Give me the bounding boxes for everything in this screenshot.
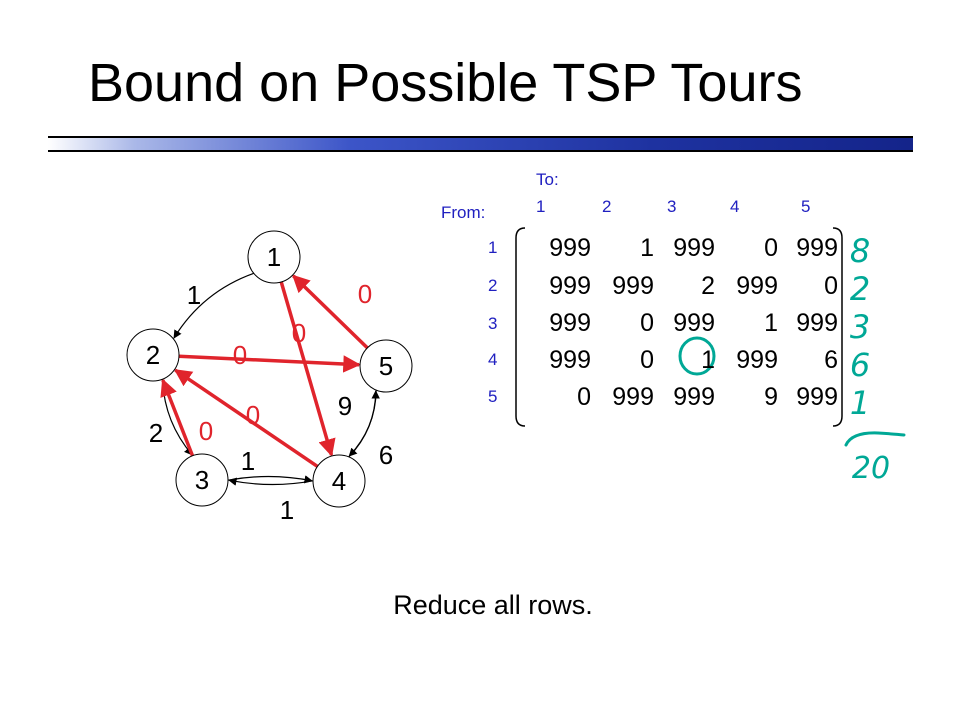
edge-weight-label: 0 [246,400,260,430]
graph-node-label: 3 [195,465,209,495]
graph-edge-1-4 [279,281,336,457]
title-underline-bar [48,136,913,152]
matrix-row-header: 4 [488,350,498,369]
matrix-col-header: 3 [667,197,677,216]
edge-weight-label: 0 [358,279,372,309]
matrix-row-header: 3 [488,314,498,333]
matrix-cell: 999 [673,234,715,262]
graph-edge-1-2 [173,272,254,339]
edge-weight-label: 0 [199,416,213,446]
graph-node-1 [247,230,301,284]
matrix-cell: 999 [796,234,838,262]
edge-weight-label: 1 [280,495,294,525]
sum-line [844,431,906,447]
graph-edge-3-4 [227,475,313,484]
graph-node-2 [126,328,180,382]
matrix-cell: 999 [549,309,591,337]
matrix-cell: 1 [701,346,715,374]
edge-weight-label: 1 [241,446,255,476]
matrix-cell: 1 [764,309,778,337]
matrix-cell: 1 [640,234,654,262]
matrix-col-header: 1 [536,197,546,216]
matrix-from-label: From: [441,203,486,222]
edge-weight-label: 2 [149,418,163,448]
graph-edge-5-4 [348,390,377,457]
graph-edge-5-1 [292,274,369,350]
graph-edge-4-2 [173,368,319,468]
graph-node-5 [359,339,413,393]
matrix-cell: 0 [640,309,654,337]
matrix-col-header: 5 [801,197,811,216]
matrix-cell: 999 [673,309,715,337]
matrix-right-bracket [832,227,843,427]
total-annotation: 20 [852,451,890,486]
matrix-col-header: 4 [730,197,740,216]
matrix-to-label: To: [536,170,559,189]
edge-weight-label: 1 [187,280,201,310]
edge-weight-label: 0 [292,318,306,348]
graph-edge-3-2 [160,378,195,457]
matrix-row-header: 5 [488,387,498,406]
graph-edge-2-5 [178,354,361,373]
matrix-row-header: 2 [488,276,498,295]
edge-weight-label: 6 [379,440,393,470]
matrix-cell: 999 [612,272,654,300]
circled-cell-marker [678,336,716,376]
row-min-annotation: 3 [850,308,870,346]
row-min-annotation: 1 [850,384,870,422]
matrix-cell: 999 [796,383,838,411]
graph-node-label: 1 [267,242,281,272]
matrix-cell: 9 [764,383,778,411]
graph-node-label: 2 [146,340,160,370]
matrix-cell: 999 [549,272,591,300]
matrix-cell: 0 [824,272,838,300]
matrix-cell: 0 [577,383,591,411]
slide-title: Bound on Possible TSP Tours [88,53,803,113]
matrix-cell: 999 [736,272,778,300]
matrix-cell: 0 [640,346,654,374]
row-min-annotation: 2 [850,270,870,308]
matrix-cell: 2 [701,272,715,300]
matrix-cell: 6 [824,346,838,374]
matrix-row-header: 1 [488,238,498,257]
graph-node-label: 4 [332,466,346,496]
matrix-col-header: 2 [602,197,612,216]
edge-weight-label: 9 [338,391,352,421]
row-min-annotation: 8 [850,232,870,270]
matrix-cell: 999 [736,346,778,374]
matrix-left-bracket [515,227,526,427]
matrix-cell: 999 [673,383,715,411]
graph-node-3 [175,453,229,507]
matrix-cell: 999 [796,309,838,337]
matrix-cell: 999 [549,234,591,262]
slide-caption: Reduce all rows. [393,590,593,620]
graph-node-4 [312,454,366,508]
row-min-annotation: 6 [850,346,870,384]
matrix-cell: 999 [549,346,591,374]
edge-weight-label: 0 [233,340,247,370]
graph-node-label: 5 [379,351,393,381]
matrix-cell: 999 [612,383,654,411]
matrix-cell: 0 [764,234,778,262]
